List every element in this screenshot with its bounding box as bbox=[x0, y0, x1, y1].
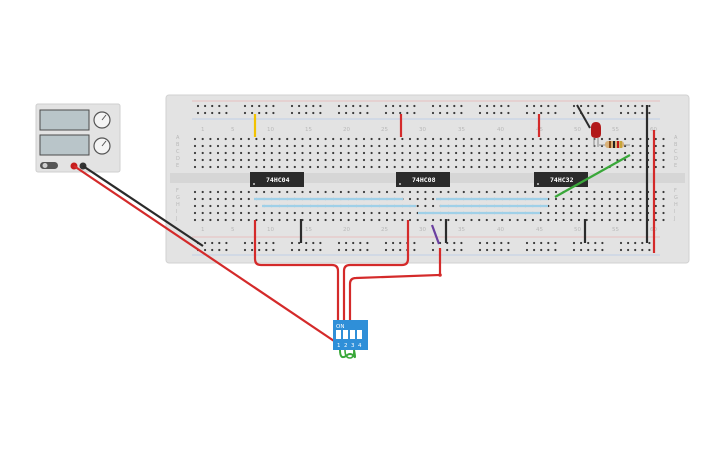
blue-wires[interactable] bbox=[254, 197, 548, 215]
row-letter: I bbox=[674, 209, 675, 215]
col-number: 15 bbox=[305, 127, 312, 133]
dip-number: 2 bbox=[344, 343, 348, 349]
col-number: 5 bbox=[231, 127, 235, 133]
chip-74hc32[interactable]: 74HC32 bbox=[534, 172, 588, 187]
black-wire-led[interactable] bbox=[576, 104, 591, 129]
col-number: 15 bbox=[305, 227, 312, 233]
row-letter: J bbox=[673, 216, 675, 222]
row-letter: B bbox=[674, 142, 678, 148]
row-letter: C bbox=[674, 149, 678, 155]
resistor[interactable] bbox=[599, 141, 630, 148]
dip-toggle-1[interactable] bbox=[336, 330, 341, 339]
row-letter: E bbox=[674, 163, 677, 169]
row-letter: G bbox=[674, 195, 678, 201]
row-letters-left: A B C D E F G H I J bbox=[175, 135, 180, 222]
row-letter: A bbox=[176, 135, 180, 141]
power-rail-stripes bbox=[192, 100, 660, 256]
red-wire-dip-3[interactable] bbox=[348, 248, 442, 325]
col-number: 40 bbox=[497, 127, 504, 133]
row-letter: J bbox=[175, 216, 177, 222]
dip-toggle-4[interactable] bbox=[357, 330, 362, 339]
col-number: 10 bbox=[267, 127, 274, 133]
col-number: 45 bbox=[536, 227, 543, 233]
col-number: 55 bbox=[612, 127, 619, 133]
col-number: 30 bbox=[419, 127, 426, 133]
row-letters-right: A B C D E F G H I J bbox=[673, 135, 678, 222]
col-number: 1 bbox=[201, 227, 205, 233]
green-loop-wire-2[interactable] bbox=[344, 349, 355, 359]
breadboard-holes bbox=[193, 104, 665, 252]
wire-joint bbox=[438, 273, 442, 277]
row-letter: F bbox=[176, 188, 179, 194]
dip-number: 4 bbox=[358, 343, 362, 349]
row-letter: D bbox=[674, 156, 678, 162]
row-letter: H bbox=[674, 202, 678, 208]
row-letter: D bbox=[176, 156, 180, 162]
row-letter: F bbox=[674, 188, 677, 194]
col-number: 25 bbox=[381, 127, 388, 133]
chip-74hc04[interactable]: 74HC04 bbox=[250, 172, 304, 187]
black-supply-wire[interactable] bbox=[82, 165, 204, 247]
dip-toggle-3[interactable] bbox=[350, 330, 355, 339]
dip-number: 1 bbox=[337, 343, 341, 349]
col-number: 50 bbox=[574, 127, 581, 133]
dip-number: 3 bbox=[351, 343, 355, 349]
voltage-display bbox=[39, 109, 90, 131]
col-number: 20 bbox=[343, 127, 350, 133]
col-number: 50 bbox=[574, 227, 581, 233]
row-letter: I bbox=[176, 209, 177, 215]
chip-label: 74HC32 bbox=[550, 176, 574, 184]
row-letter: H bbox=[176, 202, 180, 208]
col-number: 10 bbox=[267, 227, 274, 233]
dip-toggle-2[interactable] bbox=[343, 330, 348, 339]
row-letter: G bbox=[176, 195, 180, 201]
led[interactable] bbox=[591, 122, 601, 147]
red-supply-wire[interactable] bbox=[73, 165, 341, 346]
purple-wire[interactable] bbox=[430, 224, 441, 245]
power-supply[interactable] bbox=[35, 103, 121, 173]
dip-switch[interactable]: ON 1 2 3 4 bbox=[333, 320, 368, 350]
row-letter: C bbox=[176, 149, 180, 155]
col-number: 30 bbox=[419, 227, 426, 233]
current-display bbox=[39, 134, 90, 156]
dip-on-label: ON bbox=[336, 324, 344, 330]
col-number: 35 bbox=[458, 227, 465, 233]
col-number: 25 bbox=[381, 227, 388, 233]
chip-74hc08[interactable]: 74HC08 bbox=[396, 172, 450, 187]
red-wire-dip-1[interactable] bbox=[253, 220, 340, 325]
col-number: 55 bbox=[612, 227, 619, 233]
row-letter: B bbox=[176, 142, 180, 148]
green-wire[interactable] bbox=[554, 154, 631, 198]
row-letter: E bbox=[176, 163, 179, 169]
chip-label: 74HC04 bbox=[266, 176, 290, 184]
col-number: 35 bbox=[458, 127, 465, 133]
col-number: 5 bbox=[231, 227, 235, 233]
row-letter: A bbox=[674, 135, 678, 141]
green-loop-wire[interactable] bbox=[339, 349, 356, 359]
col-number: 20 bbox=[343, 227, 350, 233]
chip-label: 74HC08 bbox=[412, 176, 436, 184]
col-number: 1 bbox=[201, 127, 205, 133]
red-wire-dip-2[interactable] bbox=[342, 220, 410, 325]
col-number: 40 bbox=[497, 227, 504, 233]
